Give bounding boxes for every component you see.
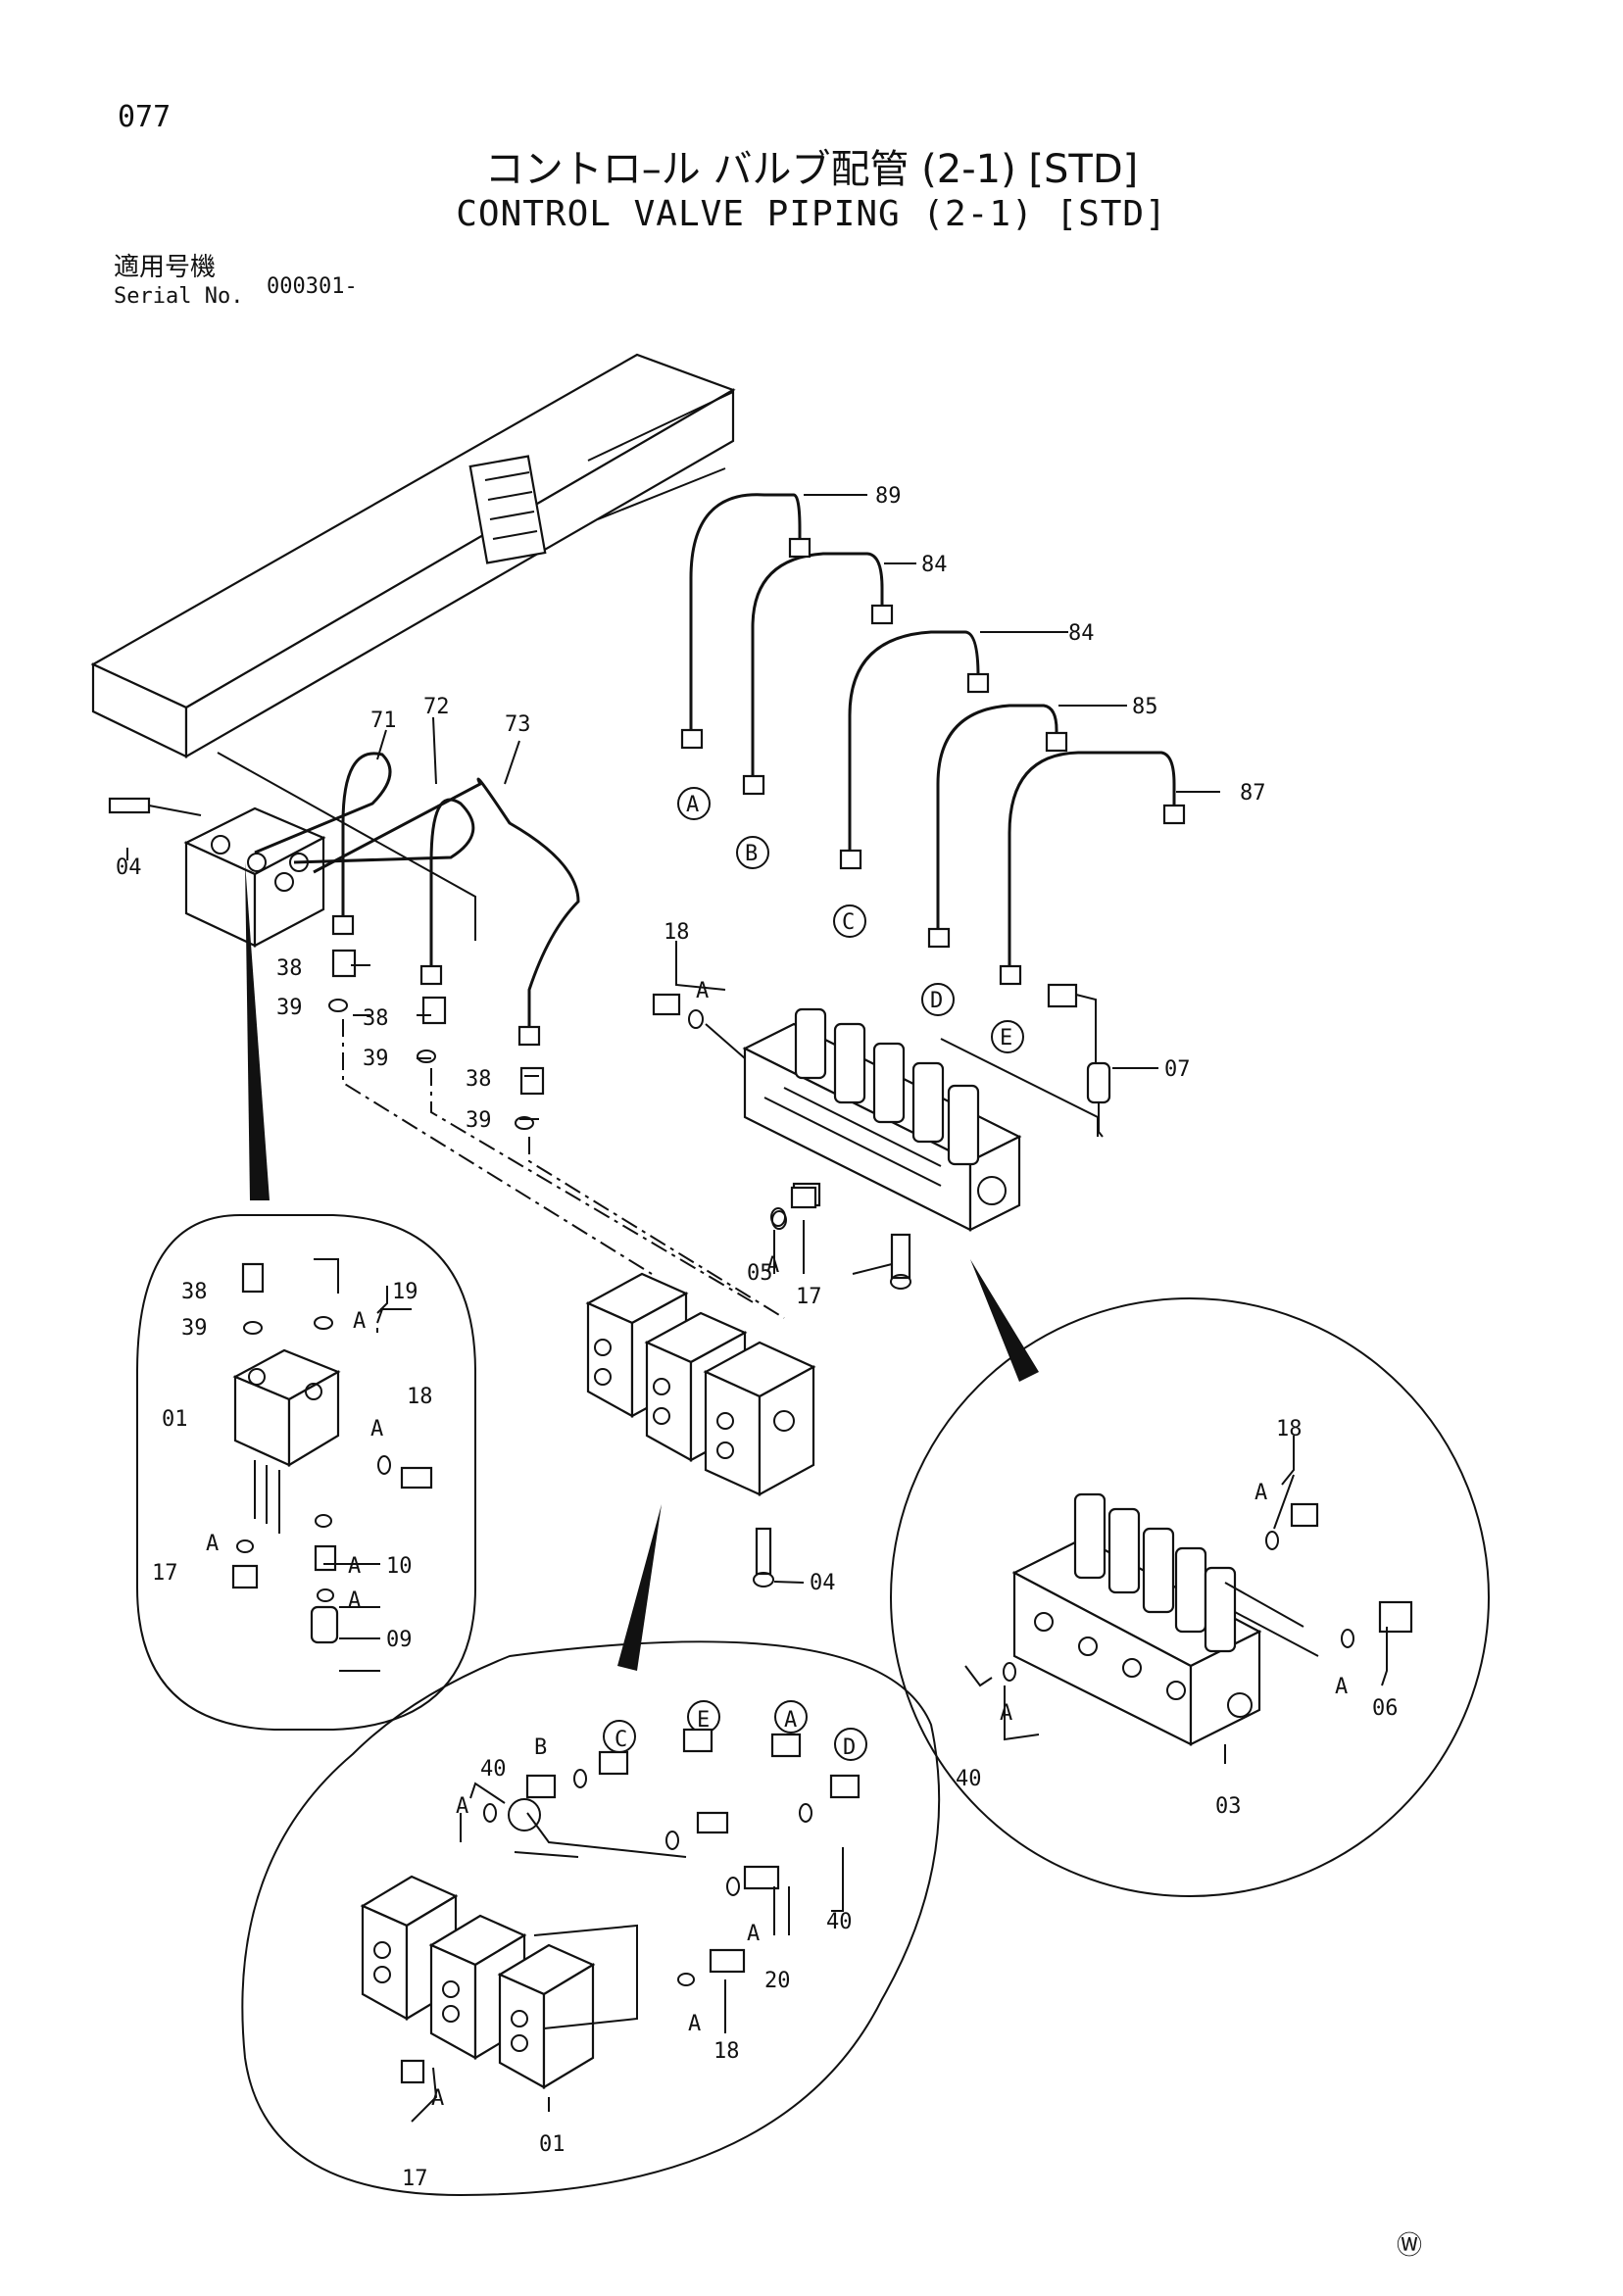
detail-right-circle	[890, 1259, 1490, 1897]
detail-bottom-callout-40-left: 40	[480, 1757, 507, 1782]
page-number: 077	[118, 100, 172, 134]
callout-89: 89	[875, 484, 902, 509]
frame-beam	[90, 353, 736, 758]
detail-right-callout-03: 03	[1215, 1794, 1242, 1819]
detail-bottom-oval: B C E A D	[241, 1504, 941, 2197]
detail-callout-17: 17	[152, 1561, 178, 1586]
connection-a: A	[353, 1309, 366, 1334]
serial-label-english: Serial No.	[114, 284, 244, 309]
callout-04-left: 04	[116, 855, 142, 880]
pipe-group-upper	[680, 493, 1186, 986]
port-marker-b: B	[745, 842, 758, 866]
detail-port-e: E	[697, 1708, 710, 1733]
detail-callout-10: 10	[386, 1554, 413, 1579]
page-title-english: CONTROL VALVE PIPING (2-1) [STD]	[456, 194, 1167, 234]
callout-39-third: 39	[466, 1108, 492, 1133]
connection-a: A	[206, 1532, 219, 1556]
callout-38-second: 38	[363, 1006, 389, 1031]
callout-labels: 89 84 84 85 87 71 72 73 04 38 39 38 39 3…	[116, 484, 1399, 2191]
connection-a: A	[747, 1922, 760, 1946]
solenoid-manifold	[652, 983, 1111, 1290]
connection-a: A	[1000, 1701, 1012, 1726]
connection-a: A	[348, 1554, 361, 1579]
connection-a: A	[456, 1794, 468, 1819]
left-valve-block	[108, 752, 785, 1319]
callout-84-upper: 84	[921, 553, 948, 577]
connection-a: A	[766, 1253, 779, 1278]
detail-callout-38: 38	[181, 1280, 208, 1304]
callout-04-center: 04	[810, 1571, 836, 1595]
detail-port-b: B	[534, 1735, 547, 1760]
callout-38-first: 38	[276, 956, 303, 981]
callout-17-main: 17	[796, 1285, 822, 1309]
port-markers: A B C D E	[677, 787, 1024, 1053]
detail-callout-01: 01	[162, 1407, 188, 1432]
leader-lines	[126, 494, 1388, 2123]
detail-bottom-callout-20: 20	[764, 1969, 791, 1993]
detail-bottom-callout-40-right: 40	[826, 1910, 853, 1934]
callout-05: 05	[747, 1261, 773, 1286]
serial-label-japanese: 適用号機	[114, 253, 217, 282]
detail-left-oval	[136, 862, 476, 1731]
callout-73: 73	[505, 712, 531, 737]
detail-port-a: A	[784, 1708, 797, 1733]
detail-port-d: D	[843, 1735, 856, 1760]
detail-bottom-callout-01: 01	[539, 2132, 566, 2157]
callout-07: 07	[1164, 1057, 1191, 1082]
detail-port-c: C	[615, 1728, 627, 1752]
port-marker-e: E	[1000, 1026, 1012, 1050]
publisher-mark: Ⓦ	[1397, 2231, 1423, 2261]
port-marker-d: D	[930, 989, 943, 1013]
connection-a: A	[688, 2012, 701, 2036]
page-title-japanese: コントロ–ル バルブ配管 (2-1) [STD]	[484, 147, 1139, 192]
detail-right-callout-40: 40	[956, 1767, 982, 1791]
connection-a: A	[1335, 1675, 1348, 1699]
callout-39-second: 39	[363, 1047, 389, 1071]
stacked-control-valve	[585, 1186, 817, 1588]
callout-38-third: 38	[466, 1067, 492, 1092]
detail-right-callout-06: 06	[1372, 1696, 1399, 1721]
callout-71: 71	[370, 708, 397, 733]
detail-callout-09: 09	[386, 1628, 413, 1652]
callout-87: 87	[1240, 781, 1266, 806]
detail-bottom-callout-17: 17	[402, 2167, 428, 2191]
port-marker-c: C	[842, 910, 855, 935]
detail-callout-19: 19	[392, 1280, 418, 1304]
connection-a: A	[431, 2086, 444, 2111]
detail-callout-18: 18	[407, 1385, 433, 1409]
callout-18-main: 18	[664, 920, 690, 945]
callout-39-first: 39	[276, 996, 303, 1020]
detail-bottom-callout-18: 18	[713, 2039, 740, 2064]
serial-value: 000301-	[267, 274, 358, 299]
connection-labels: A A A A A A A A A A A A A A	[206, 979, 1348, 2111]
connection-a: A	[370, 1417, 383, 1441]
callout-72: 72	[423, 695, 450, 719]
port-marker-a: A	[686, 793, 699, 817]
connection-a: A	[348, 1588, 361, 1613]
connection-a: A	[1254, 1481, 1267, 1505]
connection-a: A	[696, 979, 709, 1003]
callout-84-lower: 84	[1068, 621, 1095, 646]
detail-right-callout-18: 18	[1276, 1417, 1303, 1441]
callout-85: 85	[1132, 695, 1158, 719]
detail-callout-39: 39	[181, 1316, 208, 1341]
